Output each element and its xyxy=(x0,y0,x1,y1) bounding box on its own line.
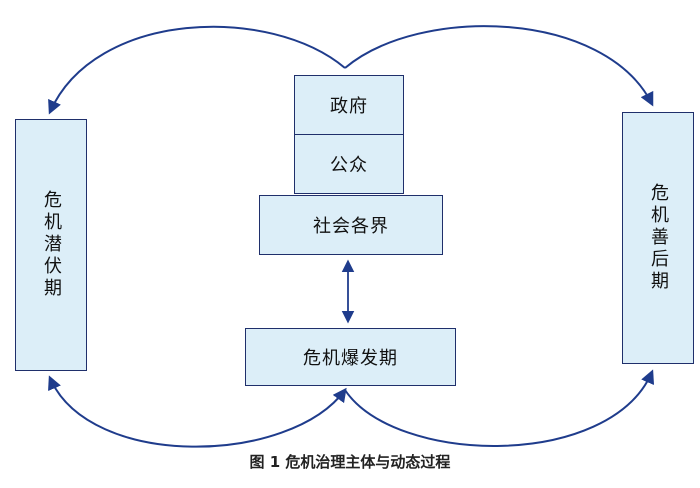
node-public-label: 公众 xyxy=(330,155,368,176)
node-society: 社会各界 xyxy=(259,195,443,255)
node-outbreak-label: 危机爆发期 xyxy=(303,348,398,369)
node-public: 公众 xyxy=(294,134,404,194)
node-latent: 危机潜伏期 xyxy=(15,119,87,371)
node-recovery: 危机善后期 xyxy=(622,112,694,364)
arc-gov-to-recovery xyxy=(344,25,654,107)
node-society-label: 社会各界 xyxy=(313,216,389,237)
arc-latent-to-outbreak xyxy=(48,375,347,448)
arc-outbreak-to-recovery xyxy=(344,369,654,447)
arc-gov-to-latent xyxy=(48,25,346,115)
node-government: 政府 xyxy=(294,75,404,135)
node-recovery-label: 危机善后期 xyxy=(648,183,669,293)
node-government-label: 政府 xyxy=(330,96,368,117)
node-outbreak: 危机爆发期 xyxy=(245,328,456,386)
node-latent-label: 危机潜伏期 xyxy=(41,190,62,300)
figure-caption: 图 1 危机治理主体与动态过程 xyxy=(249,453,451,471)
